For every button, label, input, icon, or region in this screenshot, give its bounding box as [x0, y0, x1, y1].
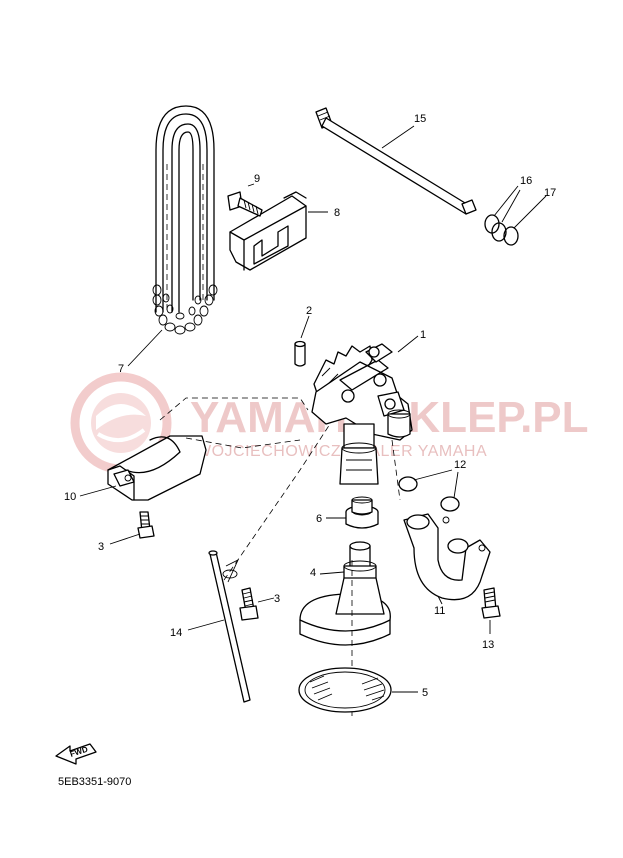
callout-8: 8 — [334, 207, 340, 219]
callout-7: 7 — [118, 363, 124, 375]
oil-strainer-housing — [299, 560, 391, 720]
callout-5: 5 — [422, 687, 428, 699]
callout-1: 1 — [420, 329, 426, 341]
part-11-delivery-pipe — [391, 439, 491, 605]
part-15-pipe — [315, 107, 477, 215]
callout-15: 15 — [414, 113, 426, 125]
part-9-bolt — [227, 183, 263, 217]
callout-13: 13 — [482, 639, 494, 651]
part-1-oil-pump — [311, 335, 419, 485]
callout-3-left: 3 — [98, 541, 104, 553]
callout-11: 11 — [434, 605, 445, 617]
part-3-bolt-right — [239, 587, 275, 621]
callout-6: 6 — [316, 513, 322, 525]
part-7-chain — [127, 105, 218, 367]
part-6-oil-seal — [326, 496, 379, 529]
callout-9: 9 — [254, 173, 260, 185]
callout-4: 4 — [310, 567, 316, 579]
part-2-dowel-pin — [294, 315, 310, 367]
part-12-o-rings — [398, 469, 460, 512]
callout-2: 2 — [306, 305, 312, 317]
diagram-code: 5EB3351-9070 — [58, 776, 131, 788]
part-10-bearing-cap — [79, 397, 309, 501]
callout-labels: 1 2 3 3 4 5 6 7 8 9 10 11 12 13 14 15 16… — [64, 113, 556, 699]
callout-3-right: 3 — [274, 593, 280, 605]
callout-14: 14 — [170, 627, 182, 639]
fwd-direction-icon: FWD — [55, 743, 97, 765]
callout-12: 12 — [454, 459, 466, 471]
callout-17: 17 — [544, 187, 556, 199]
callout-16: 16 — [520, 175, 532, 187]
part-4-strainer-tube — [319, 541, 377, 582]
part-13-bolt — [481, 587, 501, 634]
part-16-17-o-rings — [484, 185, 547, 246]
part-14-rod — [187, 423, 331, 703]
part-5-strainer-screen — [298, 667, 418, 713]
part-8-chain-guide — [229, 191, 328, 271]
callout-10: 10 — [64, 491, 76, 503]
part-3-bolt-left — [109, 511, 155, 545]
